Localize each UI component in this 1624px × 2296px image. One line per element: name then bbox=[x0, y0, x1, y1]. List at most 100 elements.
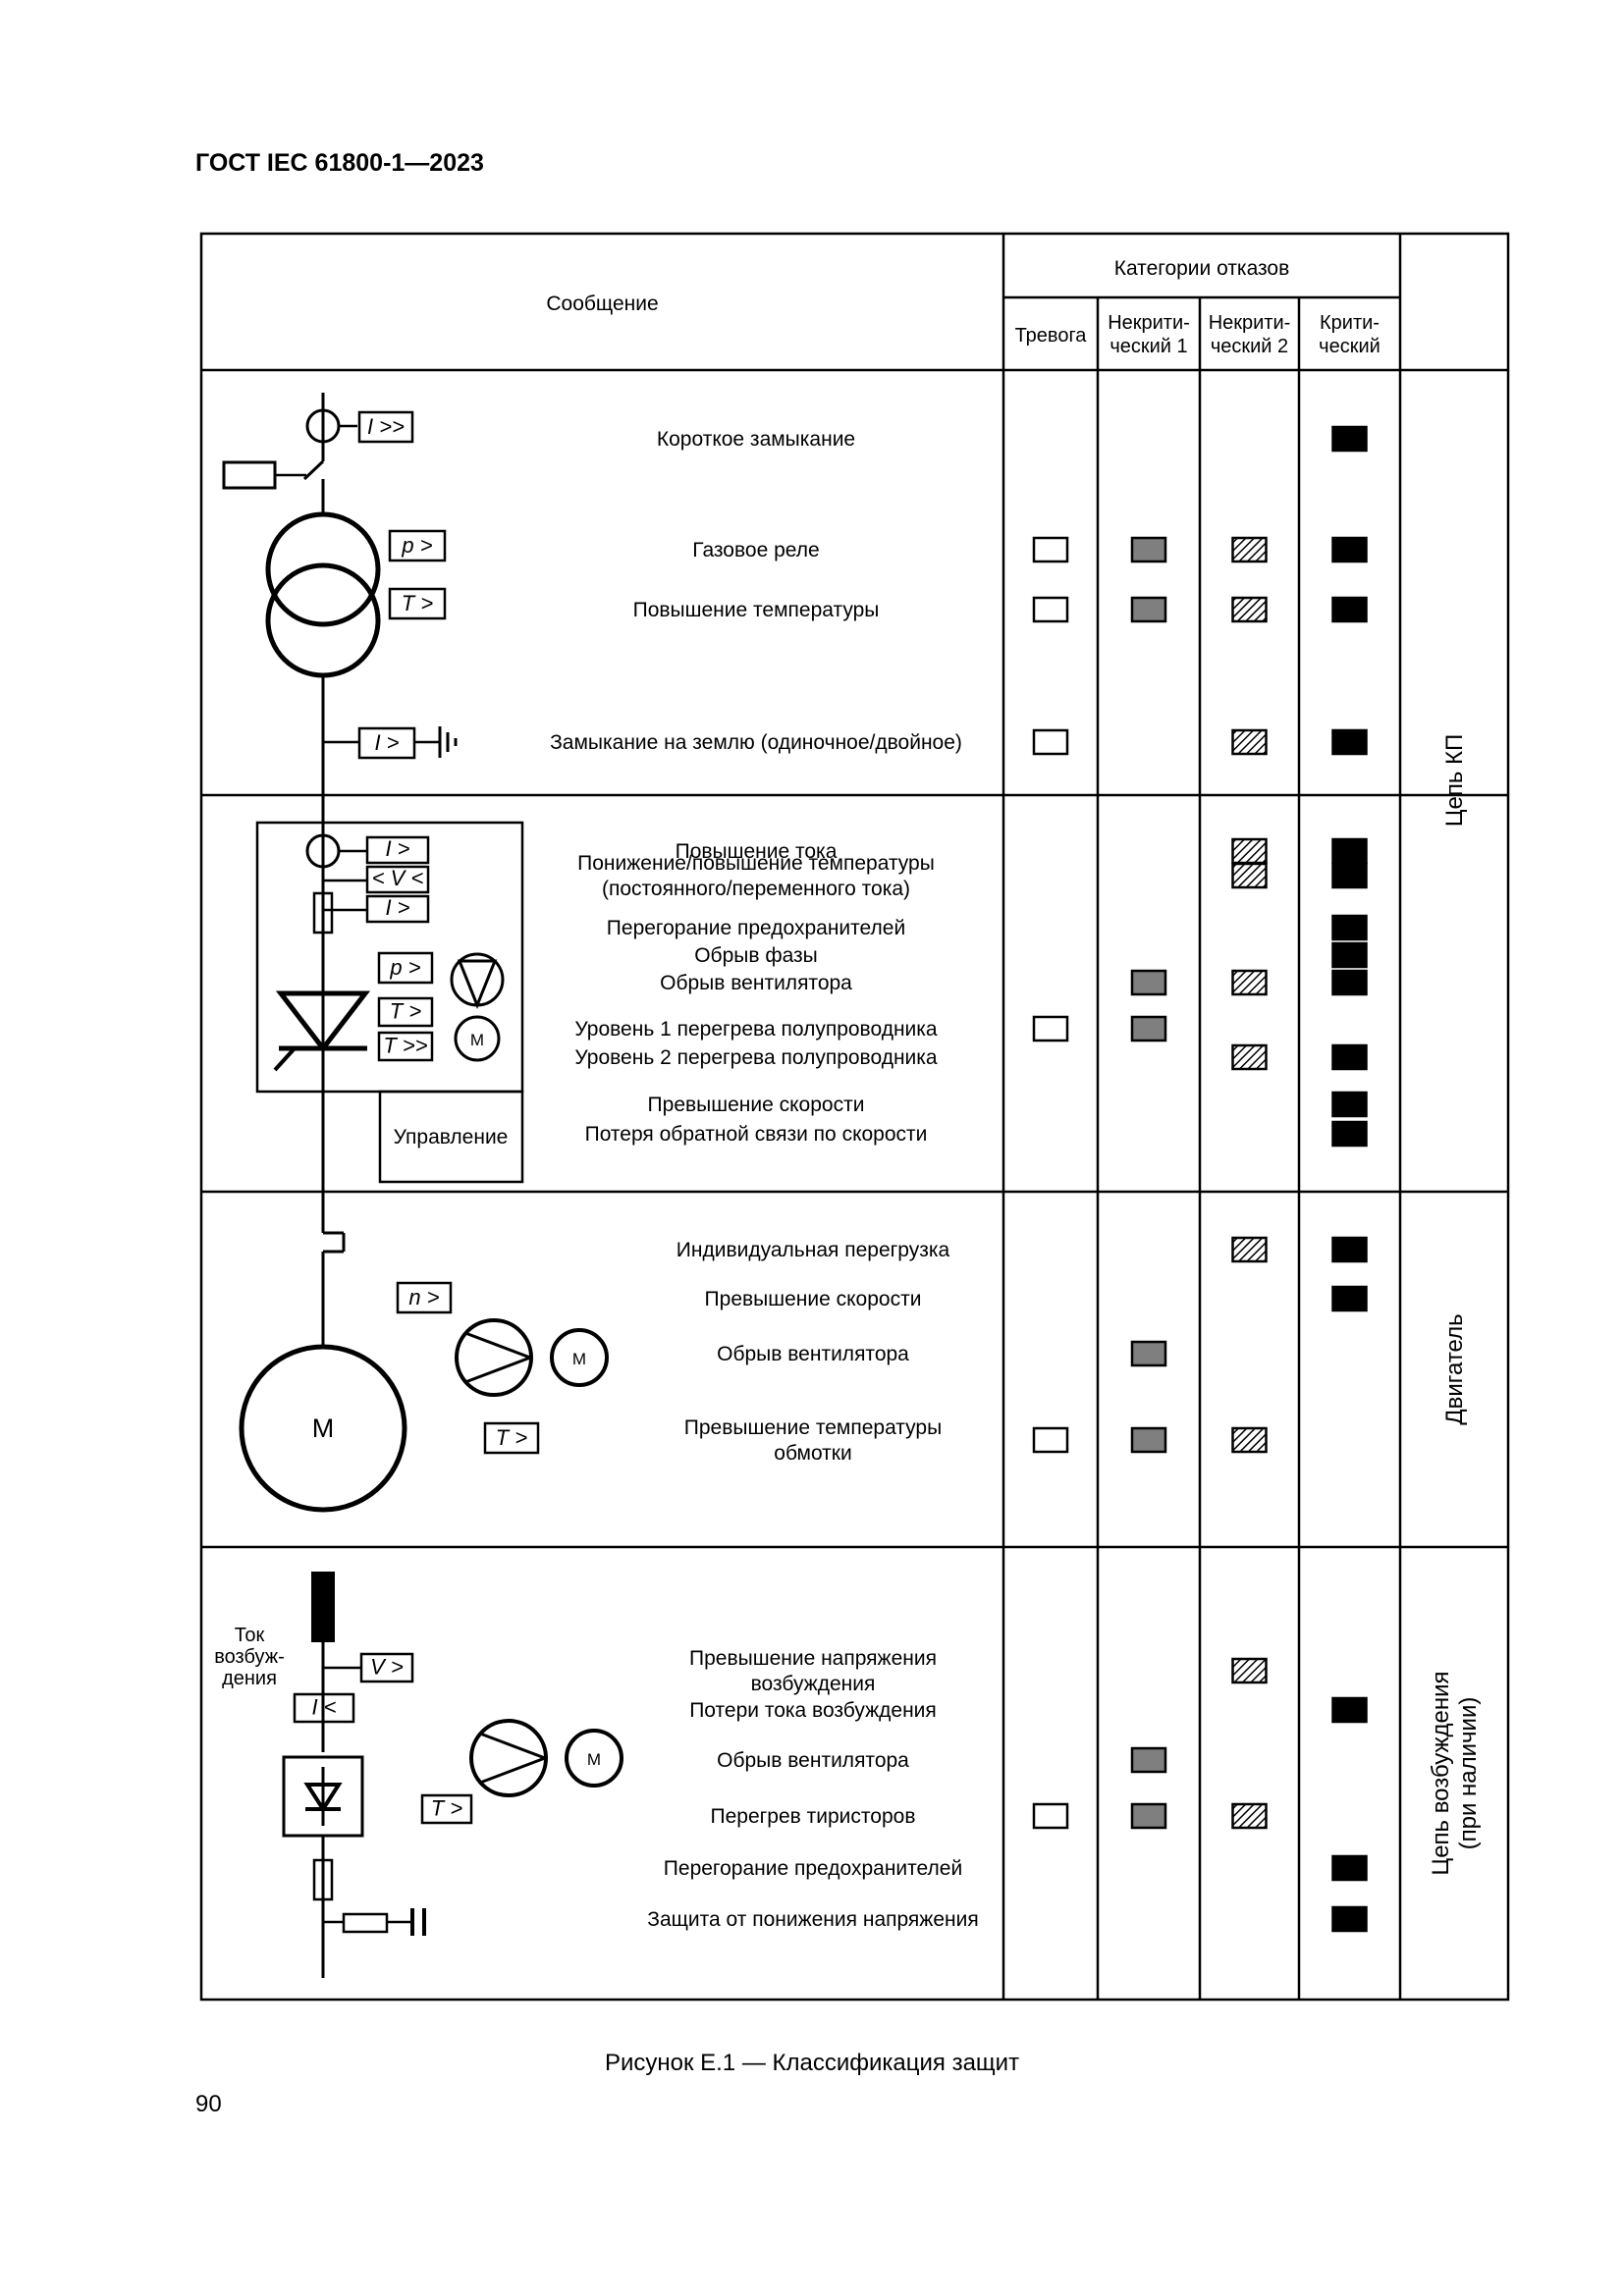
row-text: Повышение тока bbox=[676, 840, 838, 863]
label-i-overcurrent-box bbox=[357, 410, 414, 444]
critical-mark bbox=[1331, 425, 1368, 453]
row-text: Понижение/повышение температуры(постоянн… bbox=[577, 852, 935, 900]
label-thyristor-temp: T > bbox=[431, 1795, 463, 1820]
alarm-mark bbox=[1032, 1015, 1069, 1042]
row-text: Перегорание предохранителей bbox=[664, 1857, 962, 1880]
row-text: Уровень 2 перегрева полупроводника bbox=[574, 1046, 938, 1069]
label-pressure-2: p > bbox=[389, 955, 420, 980]
label-undercurrent-box bbox=[293, 1692, 355, 1724]
row-text: Обрыв фазы bbox=[694, 944, 818, 967]
row-text: Замыкание на землю (одиночное/двойное) bbox=[550, 731, 962, 754]
noncritical-2-mark bbox=[1231, 969, 1268, 996]
label-overcurrent-box bbox=[365, 835, 430, 865]
critical-mark bbox=[1331, 1236, 1368, 1263]
fan-blade bbox=[464, 1356, 531, 1384]
label-temp-level2: T >> bbox=[383, 1033, 427, 1057]
fan-blade bbox=[479, 1732, 546, 1760]
page-number: 90 bbox=[195, 2091, 222, 2117]
noncritical-2-mark bbox=[1231, 1657, 1268, 1684]
excitation-fuse bbox=[312, 1858, 334, 1901]
critical-mark bbox=[1331, 837, 1368, 865]
figure-table-frame bbox=[199, 232, 1510, 2002]
label-speed: n > bbox=[408, 1285, 439, 1309]
thyristor-gate bbox=[273, 1046, 297, 1072]
critical-mark bbox=[1331, 1285, 1368, 1312]
label-pressure-2-box bbox=[377, 951, 434, 985]
row-text: Уровень 1 перегрева полупроводника bbox=[574, 1018, 938, 1041]
label-speed-box bbox=[396, 1281, 453, 1314]
critical-mark bbox=[1331, 941, 1368, 969]
row-text: Превышение скорости bbox=[648, 1094, 865, 1116]
row-text: Перегрев тиристоров bbox=[711, 1805, 916, 1828]
label-overvoltage-box bbox=[359, 1652, 414, 1683]
noncritical-2-mark bbox=[1231, 536, 1268, 563]
category-1: Тревога bbox=[1015, 325, 1088, 347]
categories-header: Категории отказов bbox=[1114, 257, 1290, 280]
switch-blade bbox=[302, 459, 325, 481]
label-winding-temp-box bbox=[483, 1421, 540, 1455]
row-text: Потери тока возбуждения bbox=[689, 1699, 937, 1722]
row-text: Обрыв вентилятора bbox=[717, 1749, 909, 1772]
label-overvoltage: V > bbox=[370, 1654, 404, 1679]
critical-mark bbox=[1331, 1043, 1368, 1071]
critical-mark bbox=[1331, 1120, 1368, 1148]
noncritical-2-mark bbox=[1231, 1802, 1268, 1830]
motor-fan-motor-circle bbox=[550, 1328, 609, 1387]
category-4: Крити-ческий bbox=[1319, 312, 1380, 357]
noncritical-1-mark bbox=[1130, 1802, 1167, 1830]
row-text: Обрыв вентилятора bbox=[660, 972, 852, 994]
label-fuse-current: I > bbox=[385, 895, 409, 920]
category-2: Некрити-ческий 1 bbox=[1108, 312, 1190, 357]
alarm-mark bbox=[1032, 536, 1069, 563]
exc-fan-circle bbox=[469, 1719, 548, 1797]
thyristor-triangle bbox=[275, 990, 371, 1053]
label-winding-temp: T > bbox=[496, 1425, 528, 1450]
row-text: Газовое реле bbox=[692, 539, 819, 561]
label-voltage-box bbox=[365, 865, 430, 894]
label-thyristor-temp-box bbox=[420, 1793, 473, 1825]
transformer-winding-1 bbox=[265, 511, 381, 627]
noncritical-1-mark bbox=[1130, 1746, 1167, 1774]
critical-mark bbox=[1331, 536, 1368, 563]
critical-mark bbox=[1331, 596, 1368, 623]
exc-fan-motor-label: M bbox=[587, 1750, 601, 1769]
fan-blade bbox=[464, 1331, 531, 1360]
noncritical-2-mark bbox=[1231, 1043, 1268, 1071]
label-voltage: < V < bbox=[372, 866, 424, 890]
section-name: Цепь возбуждения(при наличии) bbox=[1428, 1671, 1482, 1875]
critical-mark bbox=[1331, 728, 1368, 756]
label-temp-level2-box bbox=[377, 1031, 434, 1062]
alarm-mark bbox=[1032, 1802, 1069, 1830]
control-label: Управление bbox=[394, 1126, 509, 1148]
noncritical-1-mark bbox=[1130, 596, 1167, 623]
noncritical-2-mark bbox=[1231, 862, 1268, 889]
label-i-overcurrent: I >> bbox=[367, 414, 405, 439]
motor-fan-motor-label: M bbox=[572, 1350, 586, 1368]
fan-blades bbox=[457, 959, 498, 1010]
alarm-mark bbox=[1032, 1426, 1069, 1454]
section-name: Цепь КП bbox=[1441, 734, 1468, 828]
row-text: Перегорание предохранителей bbox=[607, 917, 905, 939]
critical-mark bbox=[1331, 1696, 1368, 1724]
noncritical-2-mark bbox=[1231, 596, 1268, 623]
row-text: Потеря обратной связи по скорости bbox=[585, 1123, 928, 1146]
noncritical-1-mark bbox=[1130, 536, 1167, 563]
message-header: Сообщение bbox=[546, 293, 658, 315]
excitation-busbar bbox=[311, 1572, 335, 1642]
label-temp-level1: T > bbox=[390, 998, 422, 1023]
critical-mark bbox=[1331, 862, 1368, 889]
noncritical-1-mark bbox=[1130, 1340, 1167, 1367]
label-temperature: T > bbox=[402, 591, 434, 615]
fan-blade bbox=[479, 1756, 546, 1785]
row-text: Превышение скорости bbox=[705, 1288, 922, 1310]
figure-caption: Рисунок Е.1 — Классификация защит bbox=[604, 2050, 1020, 2076]
category-3: Некрити-ческий 2 bbox=[1209, 312, 1291, 357]
critical-mark bbox=[1331, 914, 1368, 941]
alarm-mark bbox=[1032, 728, 1069, 756]
fan-motor-label: M bbox=[470, 1031, 484, 1049]
exc-fan-motor-circle bbox=[565, 1729, 623, 1788]
row-text: Повышение температуры bbox=[633, 599, 880, 621]
critical-mark bbox=[1331, 1905, 1368, 1933]
fan-motor-circle bbox=[454, 1015, 501, 1062]
